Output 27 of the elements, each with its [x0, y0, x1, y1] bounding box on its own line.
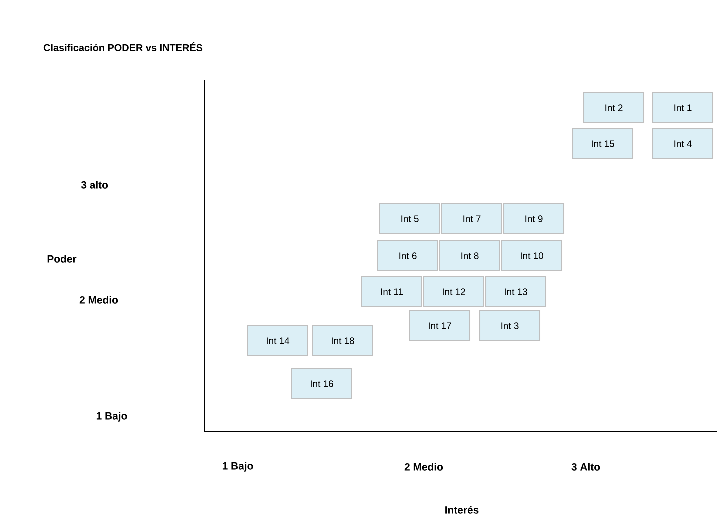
- stakeholder-box: Int 4: [652, 128, 714, 160]
- axis-label: 1 Bajo: [96, 412, 128, 422]
- chart-title: Clasificación PODER vs INTERÉS: [44, 42, 203, 52]
- stakeholder-box: Int 14: [248, 326, 308, 356]
- axis-label: Interés: [446, 506, 479, 514]
- stakeholder-box: Int 16: [292, 368, 352, 400]
- stakeholder-box: Int 15: [572, 128, 634, 160]
- axis-label: 3 alto: [81, 181, 108, 189]
- stakeholder-box: Int 12: [424, 276, 484, 308]
- stakeholder-box: Int 8: [440, 240, 500, 272]
- stakeholder-box: Int 10: [502, 240, 562, 272]
- stakeholder-box: Int 1: [652, 92, 714, 124]
- stakeholder-box: Int 13: [486, 276, 546, 308]
- stakeholder-box: Int 9: [504, 204, 564, 234]
- axis-label: Poder: [48, 255, 77, 263]
- stakeholder-box: Int 3: [480, 310, 540, 342]
- stakeholder-box: Int 6: [378, 240, 438, 272]
- axis-label: 2 Medio: [404, 463, 444, 471]
- stakeholder-box: Int 11: [362, 276, 422, 308]
- axis-label: 1 Bajo: [222, 462, 254, 472]
- stakeholder-box: Int 2: [584, 92, 644, 124]
- stakeholder-box: Int 7: [442, 204, 502, 234]
- axis-label: 3 Alto: [572, 463, 600, 471]
- stakeholder-box: Int 5: [380, 204, 440, 234]
- axis-label: 2 Medio: [80, 296, 118, 304]
- stakeholder-box: Int 18: [312, 326, 374, 356]
- stakeholder-box: Int 17: [410, 310, 470, 342]
